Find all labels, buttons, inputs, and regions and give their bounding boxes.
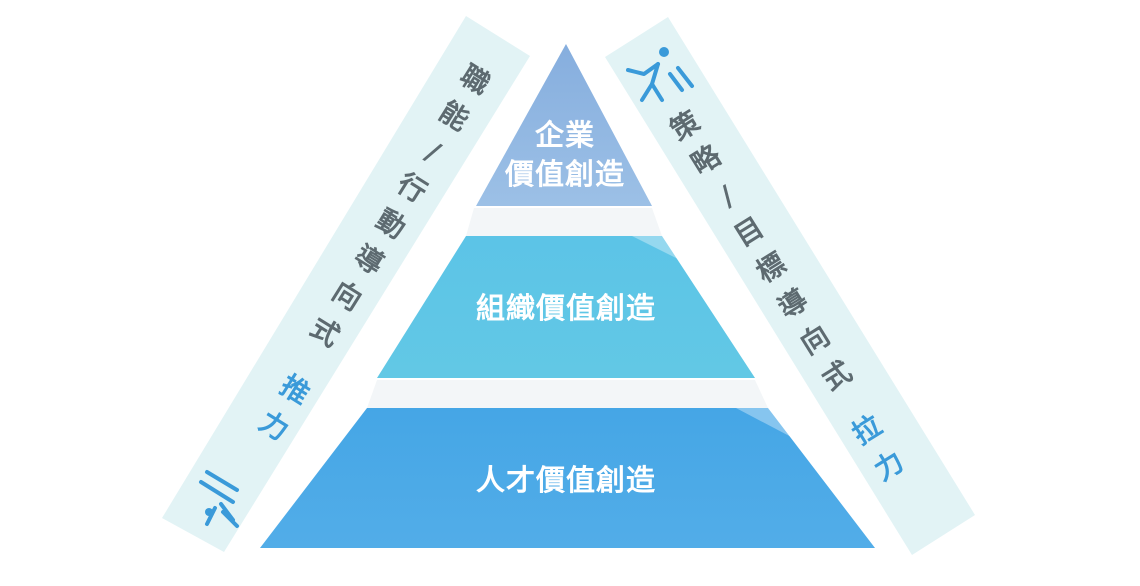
- right-band: [605, 17, 975, 555]
- left-band: [162, 16, 530, 552]
- person-pulling-icon: [626, 47, 694, 102]
- middle-tier-label: 組織價值創造: [476, 291, 656, 325]
- person-pushing-icon: [199, 470, 239, 528]
- pyramid: [260, 44, 875, 548]
- top-tier-label-line1: 企業: [535, 118, 595, 152]
- middle-tier: [377, 236, 755, 378]
- top-tier: [476, 44, 652, 206]
- bottom-tier-label: 人才價值創造: [476, 463, 656, 497]
- bottom-tier: [260, 408, 875, 548]
- top-tier-label-line2: 價值創造: [504, 157, 625, 191]
